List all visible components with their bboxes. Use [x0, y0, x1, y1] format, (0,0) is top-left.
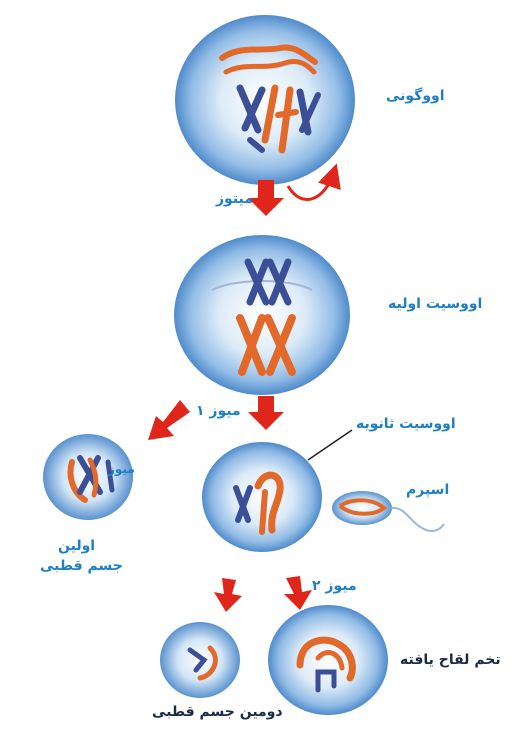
- secondary-oocyte-cell: [202, 442, 322, 552]
- secondary-oocyte-pointer: [308, 430, 352, 460]
- label-meiosis2: میوز ۲: [312, 578, 357, 596]
- label-first-polar-body-line2: جسم قطبی: [40, 558, 123, 576]
- primary-oocyte-cell: [174, 235, 350, 395]
- zygote-cell: [268, 605, 388, 715]
- label-primary-oocyte: اووسیت اولیه: [388, 296, 482, 314]
- first-polar-body-cell: [43, 434, 133, 520]
- label-second-polar-body: دومین جسم قطبی: [152, 704, 283, 722]
- oogonium-cell: [175, 15, 355, 185]
- label-first-polar-body-line1: اولین: [58, 538, 95, 556]
- label-mitosis: میتوز: [216, 191, 253, 209]
- meiosis1-arrow-left: [148, 400, 190, 440]
- meiosis2-arrow-right: [284, 576, 312, 610]
- label-meiosis-inner: میوز: [108, 462, 135, 477]
- label-zygote: تخم لقاح یافته: [400, 652, 501, 670]
- label-meiosis1: میوز ۱: [196, 403, 241, 421]
- second-polar-body-cell: [160, 622, 240, 698]
- label-oogonium: اووگونی: [386, 88, 445, 106]
- mitosis-arrow: [248, 180, 284, 216]
- label-sperm: اسپرم: [406, 482, 449, 500]
- meiosis2-arrow-left: [214, 578, 242, 612]
- meiosis1-arrow-down: [248, 396, 284, 430]
- label-secondary-oocyte: اووسیت ثانویه: [356, 416, 456, 434]
